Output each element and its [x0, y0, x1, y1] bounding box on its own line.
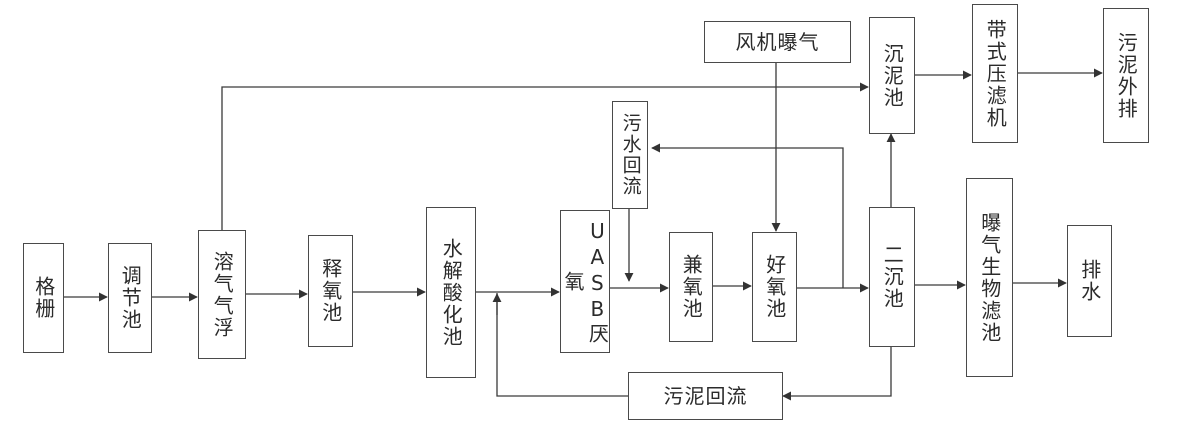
node-grille: 格栅 [23, 243, 64, 353]
node-sludge-recycle-label: 污泥回流 [663, 383, 748, 408]
node-grille-label: 格栅 [31, 276, 56, 320]
node-dissolved-air-flotation: 溶气气浮 [198, 230, 246, 359]
node-aerobic-tank-label: 好氧池 [762, 254, 787, 320]
node-regulating-tank: 调节池 [108, 243, 152, 353]
node-sludge-discharge: 污泥外排 [1103, 8, 1149, 143]
node-settling-tank-label: 沉泥池 [880, 42, 905, 109]
arrow-flotation-to-settling [221, 82, 869, 230]
node-secondary-clarifier: 二沉池 [869, 207, 915, 347]
node-oxygen-release-tank: 释氧池 [308, 235, 353, 347]
arrow-recycle-return [651, 143, 844, 288]
node-blower-aeration-label: 风机曝气 [735, 29, 820, 54]
node-hydrolysis-acidification-tank: 水解酸化池 [426, 207, 476, 378]
node-oxygen-release-tank-label: 释氧池 [318, 258, 343, 324]
arrow-clarifier-to-sludge-recycle [782, 347, 892, 401]
node-uasb-anaerobic: UASB厌氧 [560, 210, 610, 353]
node-anoxic-tank-label: 兼氧池 [679, 254, 704, 320]
node-biological-aerated-filter: 曝气生物滤池 [966, 178, 1013, 377]
node-sludge-recycle: 污泥回流 [628, 372, 783, 420]
arrow-sludge-recycle-return [496, 293, 628, 397]
node-blower-aeration: 风机曝气 [704, 21, 851, 63]
node-sludge-discharge-label: 污泥外排 [1114, 31, 1139, 120]
node-belt-filter-press-label: 带式压滤机 [983, 18, 1008, 129]
node-anoxic-tank: 兼氧池 [669, 232, 713, 342]
node-regulating-tank-label: 调节池 [118, 265, 143, 331]
node-effluent-discharge-label: 排水 [1077, 259, 1102, 303]
node-biological-aerated-filter-label: 曝气生物滤池 [977, 211, 1002, 344]
node-hydrolysis-acidification-tank-label: 水解酸化池 [439, 237, 464, 348]
node-wastewater-recycle: 污水回流 [612, 101, 648, 209]
node-effluent-discharge: 排水 [1067, 225, 1112, 337]
node-aerobic-tank: 好氧池 [752, 232, 797, 342]
node-uasb-anaerobic-label: UASB厌氧 [561, 218, 610, 345]
node-belt-filter-press: 带式压滤机 [972, 4, 1018, 143]
node-wastewater-recycle-label: 污水回流 [619, 113, 642, 197]
node-settling-tank: 沉泥池 [869, 17, 915, 134]
node-secondary-clarifier-label: 二沉池 [880, 244, 905, 310]
node-dissolved-air-flotation-label: 溶气气浮 [210, 250, 235, 339]
